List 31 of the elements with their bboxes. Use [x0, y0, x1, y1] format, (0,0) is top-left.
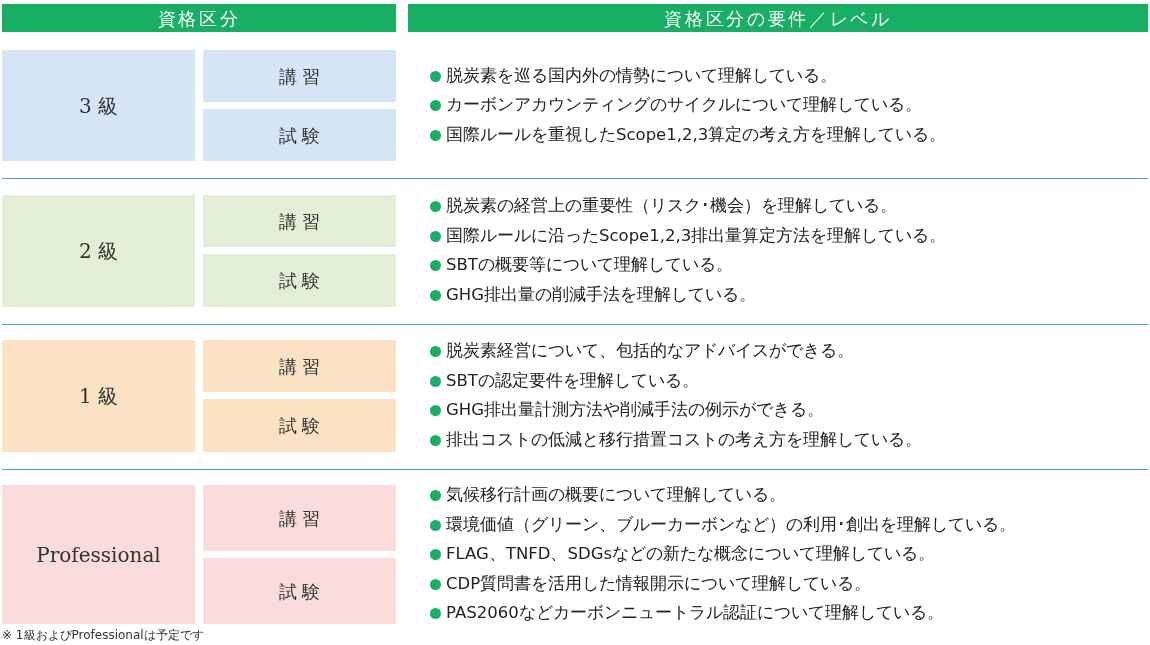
- category-box: 講 習: [203, 340, 396, 392]
- requirement-text: カーボンアカウンティングのサイクルについて理解している。: [446, 94, 922, 117]
- level-box: Professional: [2, 485, 195, 624]
- category-box: 講 習: [203, 485, 396, 551]
- category-box: 試 験: [203, 109, 396, 161]
- category-box: 講 習: [203, 195, 396, 247]
- header-bar: 資格区分の要件／レベル: [408, 4, 1148, 32]
- requirement-text: GHG排出量の削減手法を理解している。: [446, 283, 756, 306]
- category-box: 試 験: [203, 558, 396, 624]
- footnote: ※ 1級およびProfessionalは予定です: [2, 627, 204, 644]
- requirement-text: 国際ルールに沿ったScope1,2,3排出量算定方法を理解している。: [446, 224, 947, 247]
- requirement-text: 脱炭素の経営上の重要性（リスク･機会）を理解している。: [446, 195, 897, 218]
- level-box: 3 級: [2, 50, 195, 161]
- requirement-text: 脱炭素経営について、包括的なアドバイスができる。: [446, 340, 854, 363]
- requirement-text: 国際ルールを重視したScope1,2,3算定の考え方を理解している。: [446, 123, 947, 146]
- requirement-text: PAS2060などカーボンニュートラル認証について理解している。: [446, 602, 944, 625]
- category-box: 講 習: [203, 50, 396, 102]
- requirement-text: CDP質問書を活用した情報開示について理解している。: [446, 572, 872, 595]
- requirement-text: SBTの概要等について理解している。: [446, 254, 733, 277]
- requirement-text: 脱炭素を巡る国内外の情勢について理解している。: [446, 64, 837, 87]
- requirement-text: 環境価値（グリーン、ブルーカーボンなど）の利用･創出を理解している。: [446, 513, 1016, 536]
- level-box: 1 級: [2, 340, 195, 452]
- requirement-text: FLAG、TNFD、SDGsなどの新たな概念について理解している。: [446, 543, 936, 566]
- level-box: 2 級: [2, 195, 195, 307]
- requirement-text: GHG排出量計測方法や削減手法の例示ができる。: [446, 399, 824, 422]
- requirement-text: 排出コストの低減と移行措置コストの考え方を理解している。: [446, 428, 922, 451]
- category-box: 試 験: [203, 254, 396, 307]
- category-box: 試 験: [203, 399, 396, 452]
- requirement-text: SBTの認定要件を理解している。: [446, 369, 699, 392]
- header-bar: 資格区分: [2, 4, 396, 32]
- requirement-text: 気候移行計画の概要について理解している。: [446, 484, 786, 507]
